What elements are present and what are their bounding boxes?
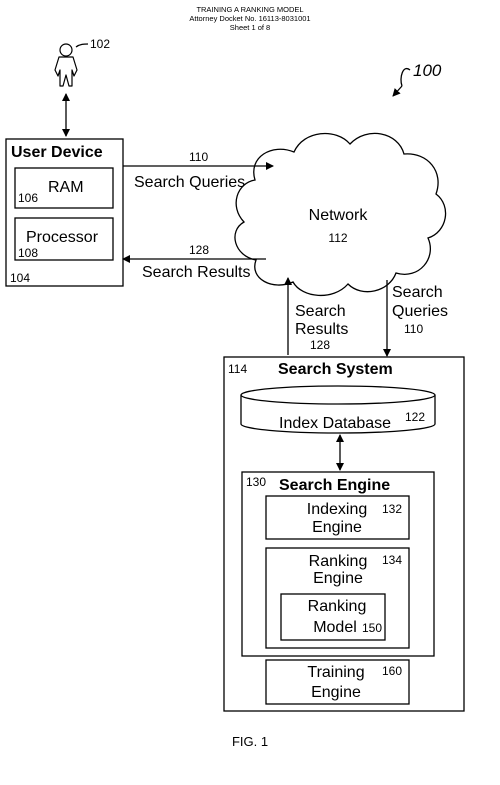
results-from-system-ref: 128 <box>310 338 330 352</box>
training-engine-ref-number: 160 <box>382 664 402 678</box>
training-engine-label-1: Training <box>307 664 364 681</box>
processor-label: Processor <box>26 229 99 246</box>
ranking-model-label-1: Ranking <box>308 598 367 615</box>
figure-ref-squiggle <box>400 67 411 87</box>
ranking-model-label-2: Model <box>313 619 357 636</box>
user-device-box <box>5 138 124 287</box>
search-engine-title: Search Engine <box>279 477 390 494</box>
header-sheet: Sheet 1 of 8 <box>230 23 270 32</box>
network-cloud <box>234 132 447 297</box>
network-label: Network <box>309 207 369 224</box>
results-from-system-label-1: Search <box>295 303 346 320</box>
results-from-system-label-2: Results <box>295 321 348 338</box>
training-engine-box <box>265 659 410 705</box>
user-ref-leader <box>75 43 89 48</box>
ranking-model-ref-number: 150 <box>362 621 382 635</box>
figure-caption: FIG. 1 <box>232 734 268 749</box>
indexing-engine-ref-number: 132 <box>382 502 402 516</box>
user-ref-number: 102 <box>90 37 110 51</box>
training-engine-label-2: Engine <box>311 684 361 701</box>
index-database-cylinder <box>240 385 436 434</box>
ranking-engine-label-2: Engine <box>313 570 363 587</box>
search-system-box <box>223 356 465 712</box>
figure-ref-number: 100 <box>413 61 442 80</box>
index-database-ref-number: 122 <box>405 410 425 424</box>
indexing-engine-label-2: Engine <box>312 519 362 536</box>
figure-ref-arrow <box>392 85 403 97</box>
network-ref-number: 112 <box>328 231 347 245</box>
ranking-model-box <box>280 593 386 641</box>
user-icon <box>54 43 78 87</box>
queries-to-system-label-2: Queries <box>392 303 448 320</box>
search-engine-ref-number: 130 <box>246 475 266 489</box>
results-to-device-label: Search Results <box>142 264 251 281</box>
queries-to-system-ref: 110 <box>404 322 423 336</box>
processor-ref-number: 108 <box>18 246 38 260</box>
header-docket: Attorney Docket No. 16113-8031001 <box>189 14 310 23</box>
queries-to-system-label-1: Search <box>392 284 443 301</box>
ram-label: RAM <box>48 179 84 196</box>
index-database-label: Index Database <box>279 415 391 432</box>
indexing-engine-label-1: Indexing <box>307 501 368 518</box>
ram-box <box>14 167 114 209</box>
search-system-title: Search System <box>278 361 393 378</box>
ranking-engine-ref-number: 134 <box>382 553 402 567</box>
ranking-engine-box <box>265 547 410 649</box>
user-device-title: User Device <box>11 144 103 161</box>
search-system-ref-number: 114 <box>228 362 247 376</box>
ram-ref-number: 106 <box>18 191 38 205</box>
search-engine-box <box>241 471 435 657</box>
queries-to-network-ref: 110 <box>189 150 208 164</box>
header-title: TRAINING A RANKING MODEL <box>196 5 303 14</box>
user-device-ref-number: 104 <box>10 271 30 285</box>
ranking-engine-label-1: Ranking <box>309 553 368 570</box>
indexing-engine-box <box>265 495 410 540</box>
queries-to-network-label: Search Queries <box>134 174 245 191</box>
processor-box <box>14 217 114 261</box>
results-to-device-ref: 128 <box>189 243 209 257</box>
